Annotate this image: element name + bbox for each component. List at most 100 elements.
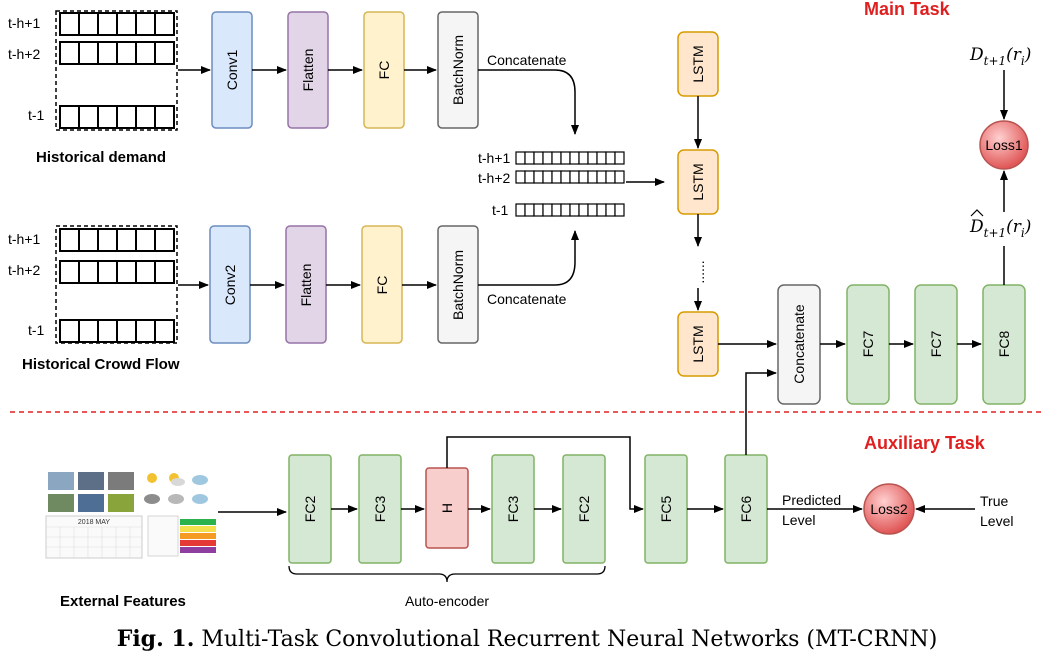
hat-icon bbox=[970, 209, 984, 217]
true-level-label: Level bbox=[980, 513, 1013, 529]
flow-row-label: t-1 bbox=[28, 322, 45, 338]
grid-cell bbox=[116, 260, 137, 284]
grid-cell bbox=[569, 151, 580, 165]
batchnorm-block: BatchNorm bbox=[437, 11, 479, 129]
historical-demand-label: Historical demand bbox=[36, 149, 166, 166]
fc-block: FC bbox=[361, 225, 403, 344]
grid-cell bbox=[524, 151, 535, 165]
svg-text:FC: FC bbox=[376, 61, 392, 80]
grid-cell bbox=[551, 203, 562, 217]
grid-cell bbox=[524, 203, 535, 217]
svg-text:FC7: FC7 bbox=[928, 331, 944, 358]
loss1-node: Loss1 bbox=[979, 120, 1029, 170]
grid-cell bbox=[116, 12, 137, 36]
grid-cell bbox=[542, 203, 553, 217]
svg-text:FC3: FC3 bbox=[372, 496, 388, 523]
grid-cell bbox=[578, 151, 589, 165]
grid-cell bbox=[569, 170, 580, 184]
grid-cell bbox=[78, 260, 99, 284]
grid-cell bbox=[560, 170, 571, 184]
rain-icon bbox=[168, 494, 184, 504]
fc3-encoder-block: FC3 bbox=[358, 454, 402, 564]
grid-cell bbox=[97, 228, 118, 252]
grid-cell bbox=[135, 319, 156, 343]
grid-cell bbox=[542, 151, 553, 165]
fc7-block: FC7 bbox=[914, 284, 958, 405]
conv2-block: Conv2 bbox=[209, 225, 251, 344]
grid-cell bbox=[116, 41, 137, 65]
grid-cell bbox=[551, 151, 562, 165]
grid-cell bbox=[515, 203, 526, 217]
svg-text:Loss2: Loss2 bbox=[870, 501, 908, 517]
grid-cell bbox=[587, 170, 598, 184]
grid-cell bbox=[596, 170, 607, 184]
svg-text:Flatten: Flatten bbox=[298, 264, 314, 307]
grid-cell bbox=[154, 105, 175, 129]
fc6-block: FC6 bbox=[724, 454, 768, 564]
grid-cell bbox=[605, 203, 616, 217]
grid-cell bbox=[551, 170, 562, 184]
grid-cell bbox=[59, 105, 80, 129]
svg-text:Concatenate: Concatenate bbox=[791, 304, 807, 384]
grid-cell bbox=[135, 260, 156, 284]
grid-cell bbox=[59, 228, 80, 252]
grid-cell bbox=[135, 12, 156, 36]
auxiliary-task-title: Auxiliary Task bbox=[864, 433, 986, 453]
predicted-level-label: Predicted bbox=[782, 492, 841, 508]
grid-cell bbox=[533, 203, 544, 217]
grid-cell bbox=[154, 41, 175, 65]
fc2-decoder-block: FC2 bbox=[562, 454, 606, 564]
grid-cell bbox=[116, 105, 137, 129]
grid-cell bbox=[587, 151, 598, 165]
historical-demand-grid: t-h+1 t-h+2 t-1 bbox=[8, 10, 178, 131]
air-quality-table-icon bbox=[147, 515, 216, 557]
fc3-decoder-block: FC3 bbox=[491, 454, 535, 564]
concatenated-sequence: t-h+1 t-h+2 t-1 bbox=[478, 150, 625, 218]
concat-row-label: t-1 bbox=[492, 202, 509, 218]
grid-cell bbox=[116, 319, 137, 343]
grid-cell bbox=[78, 105, 99, 129]
grid-cell bbox=[605, 151, 616, 165]
historical-crowd-flow-label: Historical Crowd Flow bbox=[22, 356, 180, 373]
historical-crowd-flow-grid: t-h+1 t-h+2 t-1 bbox=[8, 225, 178, 344]
target-demand-label: Dt+1(ri) bbox=[969, 45, 1031, 68]
hidden-layer-block: H bbox=[425, 467, 469, 549]
grid-cell bbox=[533, 151, 544, 165]
grid-cell bbox=[154, 319, 175, 343]
fc6-to-concatenate-connector bbox=[745, 369, 777, 455]
grid-cell bbox=[154, 12, 175, 36]
svg-text:FC5: FC5 bbox=[658, 496, 674, 523]
grid-cell bbox=[614, 151, 625, 165]
predicted-demand-label: Dt+1(ri) bbox=[969, 209, 1031, 240]
batchnorm-block: BatchNorm bbox=[437, 225, 479, 344]
grid-cell bbox=[614, 203, 625, 217]
concatenate-label: Concatenate bbox=[487, 291, 567, 307]
grid-cell bbox=[560, 203, 571, 217]
grid-cell bbox=[542, 170, 553, 184]
svg-text:H: H bbox=[439, 503, 455, 513]
grid-cell bbox=[59, 260, 80, 284]
svg-text:FC3: FC3 bbox=[505, 496, 521, 523]
grid-cell bbox=[78, 12, 99, 36]
external-features-label: External Features bbox=[60, 593, 186, 610]
grid-cell bbox=[78, 228, 99, 252]
calendar-icon: 2018 MAY bbox=[45, 515, 143, 559]
conv1-block: Conv1 bbox=[211, 11, 253, 129]
lstm-ellipsis: ...... bbox=[691, 260, 707, 283]
grid-cell bbox=[59, 41, 80, 65]
demand-row-label: t-1 bbox=[28, 107, 45, 123]
grid-cell bbox=[578, 170, 589, 184]
grid-cell bbox=[78, 41, 99, 65]
lstm-cell: LSTM bbox=[677, 311, 719, 377]
grid-cell bbox=[97, 319, 118, 343]
fc5-block: FC5 bbox=[644, 454, 688, 564]
grid-cell bbox=[515, 170, 526, 184]
grid-cell bbox=[596, 151, 607, 165]
svg-text:BatchNorm: BatchNorm bbox=[450, 250, 466, 320]
svg-text:Conv1: Conv1 bbox=[224, 50, 240, 91]
svg-text:FC8: FC8 bbox=[996, 331, 1012, 358]
lstm-cell: LSTM bbox=[677, 31, 719, 97]
fc8-block: FC8 bbox=[982, 284, 1026, 405]
svg-text:LSTM: LSTM bbox=[690, 163, 706, 200]
storm-icon bbox=[144, 494, 160, 504]
